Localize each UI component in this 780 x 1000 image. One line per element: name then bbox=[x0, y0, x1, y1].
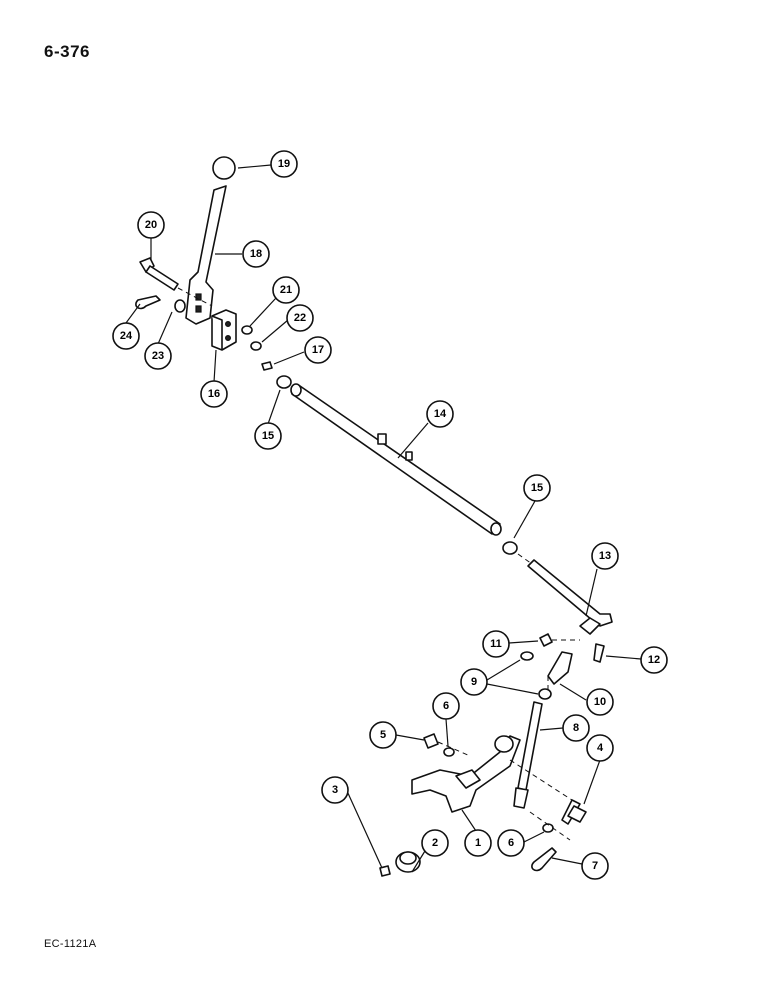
bellcrank bbox=[547, 651, 573, 685]
svg-text:24: 24 bbox=[120, 330, 133, 342]
svg-text:23: 23 bbox=[152, 350, 164, 362]
callout-16: 16 bbox=[200, 380, 228, 408]
callout-2: 2 bbox=[421, 829, 449, 857]
svg-text:2: 2 bbox=[432, 837, 438, 849]
callout-3: 3 bbox=[321, 776, 349, 804]
svg-text:15: 15 bbox=[531, 482, 543, 494]
callout-5: 5 bbox=[369, 721, 397, 749]
svg-text:22: 22 bbox=[294, 312, 306, 324]
svg-text:1: 1 bbox=[475, 837, 481, 849]
svg-text:10: 10 bbox=[594, 696, 606, 708]
svg-text:18: 18 bbox=[250, 248, 262, 260]
knob bbox=[212, 156, 236, 180]
svg-text:19: 19 bbox=[278, 158, 290, 170]
callout-4: 4 bbox=[586, 734, 614, 762]
callout-19: 19 bbox=[270, 150, 298, 178]
callout-8: 8 bbox=[562, 714, 590, 742]
shift-lever bbox=[185, 185, 227, 325]
svg-text:7: 7 bbox=[592, 860, 598, 872]
shaft bbox=[291, 385, 501, 535]
callout-24: 24 bbox=[112, 322, 140, 350]
svg-text:5: 5 bbox=[380, 729, 386, 741]
shift-fork bbox=[411, 735, 521, 813]
callout-20: 20 bbox=[137, 211, 165, 239]
cross-arm bbox=[527, 559, 613, 627]
svg-text:6: 6 bbox=[508, 837, 514, 849]
svg-text:21: 21 bbox=[280, 284, 292, 296]
callout-10: 10 bbox=[586, 688, 614, 716]
svg-text:3: 3 bbox=[332, 784, 338, 796]
svg-text:4: 4 bbox=[597, 742, 604, 754]
callout-1: 1 bbox=[464, 829, 492, 857]
callout-11: 11 bbox=[482, 630, 510, 658]
bushing bbox=[276, 375, 292, 389]
callout-6-lower: 6 bbox=[497, 829, 525, 857]
cotter-pin bbox=[135, 295, 161, 310]
rod bbox=[517, 701, 543, 791]
svg-text:9: 9 bbox=[471, 676, 477, 688]
callout-15-upper: 15 bbox=[254, 422, 282, 450]
callout-9: 9 bbox=[460, 668, 488, 696]
callout-21: 21 bbox=[272, 276, 300, 304]
svg-text:14: 14 bbox=[434, 408, 447, 420]
svg-text:12: 12 bbox=[648, 654, 660, 666]
callout-14: 14 bbox=[426, 400, 454, 428]
svg-text:8: 8 bbox=[573, 722, 579, 734]
svg-text:16: 16 bbox=[208, 388, 220, 400]
svg-text:17: 17 bbox=[312, 344, 324, 356]
pivot-block bbox=[211, 309, 237, 351]
svg-text:20: 20 bbox=[145, 219, 157, 231]
parts-drawing bbox=[135, 156, 613, 877]
callout-7: 7 bbox=[581, 852, 609, 880]
washer bbox=[174, 299, 186, 313]
svg-text:13: 13 bbox=[599, 550, 611, 562]
page-number: 6-376 bbox=[44, 42, 90, 61]
leader-lines bbox=[125, 164, 642, 873]
figure-code: EC-1121A bbox=[44, 938, 97, 950]
callout-15-lower: 15 bbox=[523, 474, 551, 502]
svg-text:15: 15 bbox=[262, 430, 274, 442]
svg-text:11: 11 bbox=[490, 638, 502, 650]
callout-17: 17 bbox=[304, 336, 332, 364]
callout-6-upper: 6 bbox=[432, 692, 460, 720]
callout-23: 23 bbox=[144, 342, 172, 370]
callout-13: 13 bbox=[591, 542, 619, 570]
callout-22: 22 bbox=[286, 304, 314, 332]
svg-text:6: 6 bbox=[443, 700, 449, 712]
callout-18: 18 bbox=[242, 240, 270, 268]
callout-12: 12 bbox=[640, 646, 668, 674]
